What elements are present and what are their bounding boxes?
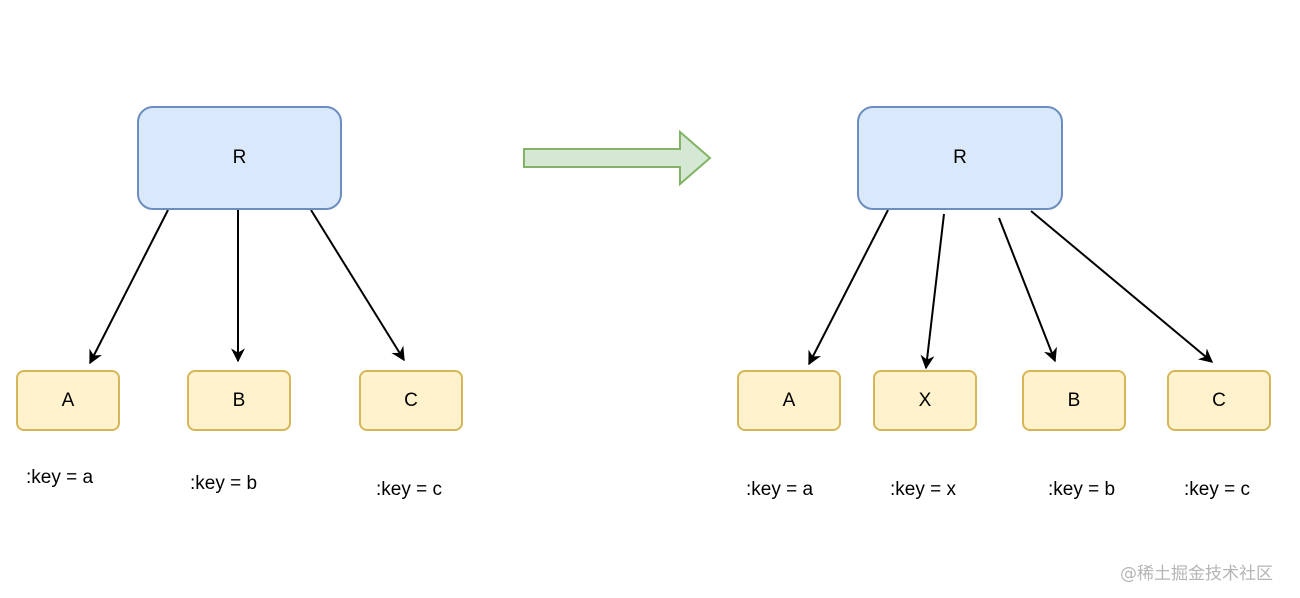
edge-r-x-after [920,213,945,370]
child-node-c-before: C [359,370,463,431]
edge-r-b-after [998,217,1057,363]
watermark-text: @稀土掘金技术社区 [1120,564,1273,584]
edge-r-a-after [808,209,889,366]
child-node-x-after: X [873,370,977,431]
key-label-c-before: :key = c [376,479,442,500]
child-node-a-before: A [16,370,120,431]
child-node-b-after: B [1022,370,1126,431]
key-label-x-after: :key = x [890,479,956,500]
child-node-c-after: C [1167,370,1271,431]
child-node-b-before: B [187,370,291,431]
root-node-before: R [137,106,342,210]
edge-r-c-before [310,209,405,362]
key-label-b-before: :key = b [190,473,258,494]
key-label-a-before: :key = a [26,467,94,488]
child-node-a-after: A [737,370,841,431]
key-label-c-after: :key = c [1184,479,1250,500]
root-node-after: R [857,106,1063,210]
key-label-a-after: :key = a [746,479,814,500]
key-label-b-after: :key = b [1048,479,1116,500]
edge-r-c-after [1030,210,1214,363]
transition-arrow [523,129,712,187]
edge-r-a-before [89,209,169,365]
